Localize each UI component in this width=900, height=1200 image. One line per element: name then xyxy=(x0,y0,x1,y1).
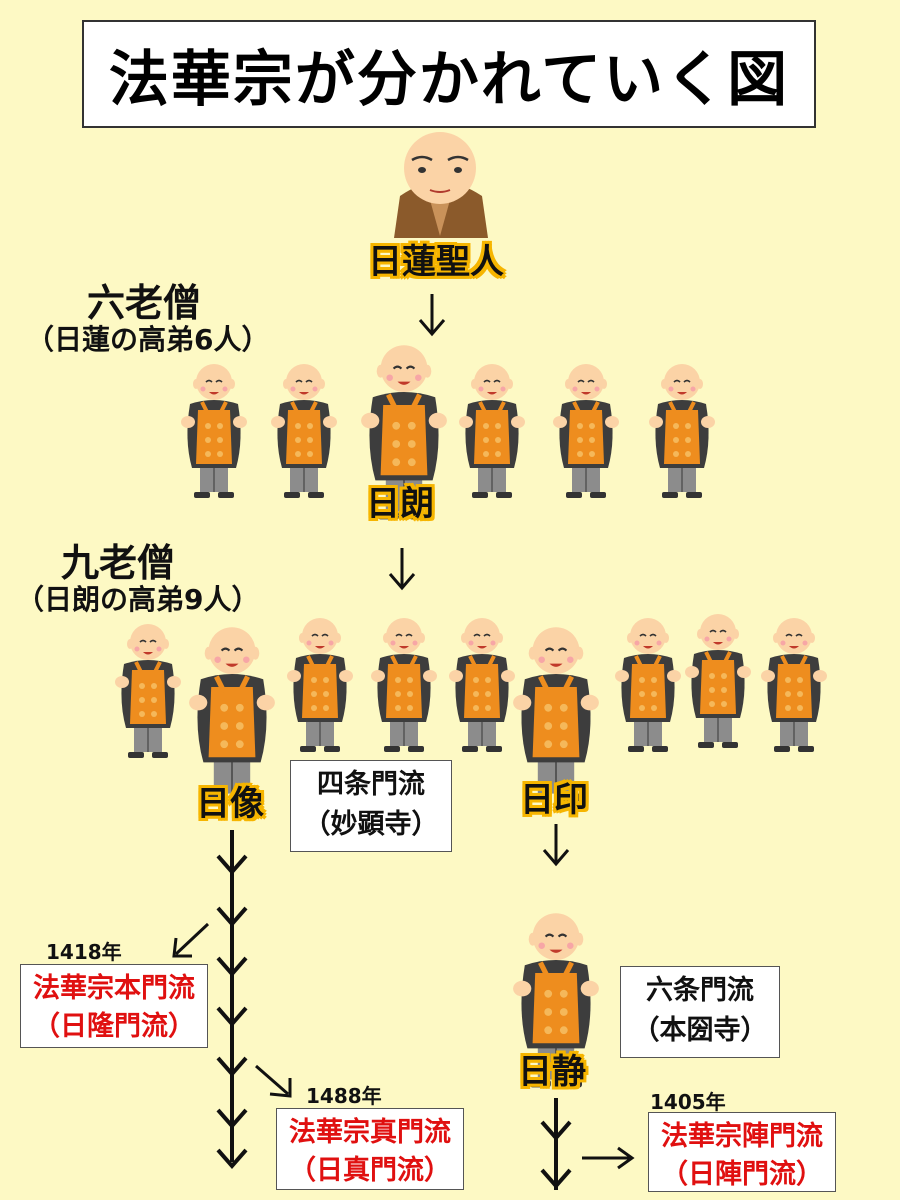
kurousou-subtitle: （日朗の高弟9人） xyxy=(16,583,260,616)
kurousou-monk-9 xyxy=(759,616,829,754)
shinmon-box: 法華宗真門流 （日真門流） xyxy=(276,1108,464,1190)
diagram-title: 法華宗が分かれていく図 xyxy=(82,20,816,128)
nichizo-name: 日像 xyxy=(196,784,264,824)
rokurousou-monk-2 xyxy=(269,362,339,500)
nichiin-name: 日印 xyxy=(520,780,588,820)
kurousou-monk-3 xyxy=(285,616,355,754)
honmon-box: 法華宗本門流 （日隆門流） xyxy=(20,964,208,1048)
jinmon-line1: 法華宗陣門流 xyxy=(661,1121,823,1152)
jinmon-line2: （日陣門流） xyxy=(661,1159,823,1190)
kurousou-monk-1 xyxy=(113,622,183,760)
rokujo-monryu-line2: （本圀寺） xyxy=(632,1015,768,1046)
shijo-monryu-callout: 四条門流 （妙顕寺） xyxy=(290,760,452,852)
honmon-year: 1418年 xyxy=(46,940,122,964)
jinmon-year: 1405年 xyxy=(650,1090,726,1114)
shinmon-line1: 法華宗真門流 xyxy=(289,1117,451,1148)
rokurousou-subtitle: （日蓮の高弟6人） xyxy=(26,323,270,356)
jinmon-box: 法華宗陣門流 （日陣門流） xyxy=(648,1112,836,1192)
shijo-monryu-line1: 四条門流 xyxy=(317,769,425,800)
founder-name: 日蓮聖人 xyxy=(368,242,504,282)
kurousou-heading: 九老僧 xyxy=(60,541,175,585)
nichiro-name: 日朗 xyxy=(366,484,434,524)
rokujo-monryu-callout: 六条門流 （本圀寺） xyxy=(620,966,780,1058)
shijo-monryu-line2: （妙顕寺） xyxy=(303,809,439,840)
kurousou-monk-8 xyxy=(683,612,753,750)
rokurousou-heading: 六老僧 xyxy=(86,281,201,325)
honmon-line2: （日隆門流） xyxy=(33,1011,195,1042)
rokurousou-monk-6 xyxy=(647,362,717,500)
rokurousou-monk-1 xyxy=(179,362,249,500)
kurousou-monk-7 xyxy=(613,616,683,754)
shinmon-year: 1488年 xyxy=(306,1084,382,1108)
founder-figure xyxy=(394,132,488,238)
rokurousou-monk-5 xyxy=(551,362,621,500)
rokurousou-monk-4 xyxy=(457,362,527,500)
shinmon-line2: （日真門流） xyxy=(289,1155,451,1186)
nichijo-name: 日静 xyxy=(518,1052,586,1092)
honmon-line1: 法華宗本門流 xyxy=(33,973,195,1004)
kurousou-monk-4 xyxy=(369,616,439,754)
kurousou-monk-5 xyxy=(447,616,517,754)
rokujo-monryu-line1: 六条門流 xyxy=(646,975,754,1006)
